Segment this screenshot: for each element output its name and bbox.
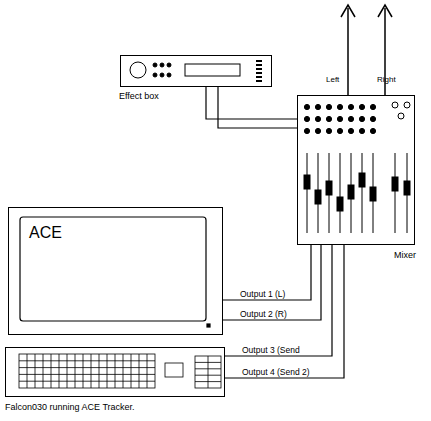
cable [225,245,344,378]
node-label: Mixer [394,251,416,261]
mixer-controls [297,95,415,245]
screen-text: ACE [29,224,62,242]
channel-label: Right [377,76,396,85]
cable [206,87,297,119]
cable [225,245,332,356]
cable-label: Output 4 (Send 2) [241,368,311,377]
node-label: Effect box [119,92,159,102]
effect-box: Effect box [120,55,272,87]
cable [223,245,321,320]
keyboard-drawing [5,347,225,397]
cable-label: Output 3 (Send [241,346,301,355]
rack-unit-drawing [120,55,272,87]
mixer-box: Mixer [297,95,415,245]
cable-label: Output 1 (L) [239,290,286,299]
cable [218,87,297,128]
cable [223,245,311,300]
cable-label: Output 2 (R) [239,310,288,319]
channel-label: Left [326,76,339,85]
node-label: Falcon030 running ACE Tracker. [5,403,135,413]
monitor-box: ACE [8,207,223,335]
computer-box: Falcon030 running ACE Tracker. [5,347,225,397]
